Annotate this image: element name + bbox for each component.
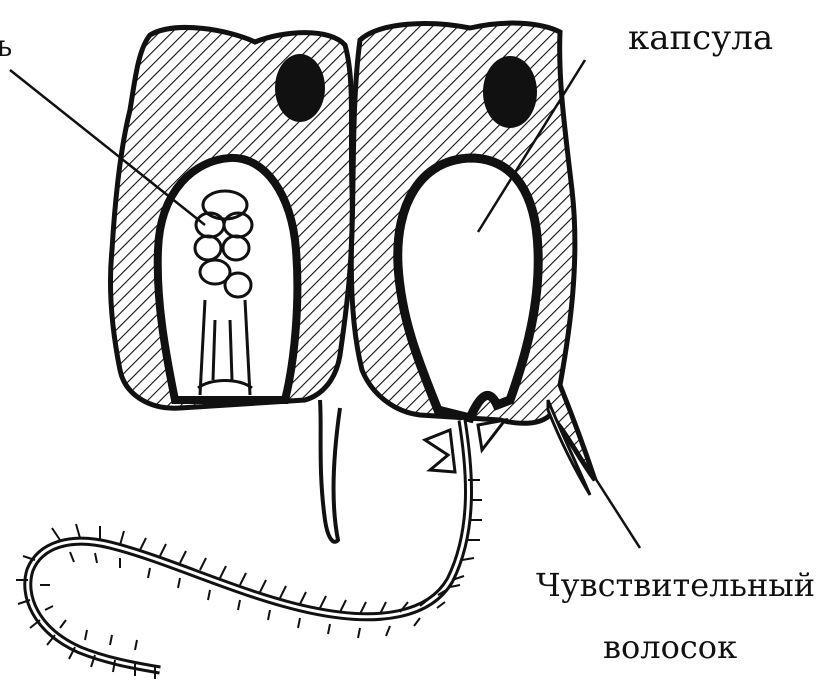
left-cell bbox=[110, 27, 352, 541]
label-sensory-hair-line1: Чувствительный bbox=[536, 568, 815, 603]
label-capsule: капсула bbox=[628, 20, 773, 57]
right-cell-nucleus bbox=[483, 56, 537, 128]
left-tail bbox=[320, 400, 340, 542]
barb-left bbox=[425, 430, 455, 472]
leader-sensory-hair bbox=[590, 470, 640, 548]
label-thread-fragment: ь bbox=[0, 30, 12, 63]
barb-right bbox=[478, 420, 505, 450]
left-cell-nucleus bbox=[275, 54, 325, 122]
label-sensory-hair-line2: волосок bbox=[603, 630, 737, 665]
discharged-thread bbox=[28, 420, 469, 670]
